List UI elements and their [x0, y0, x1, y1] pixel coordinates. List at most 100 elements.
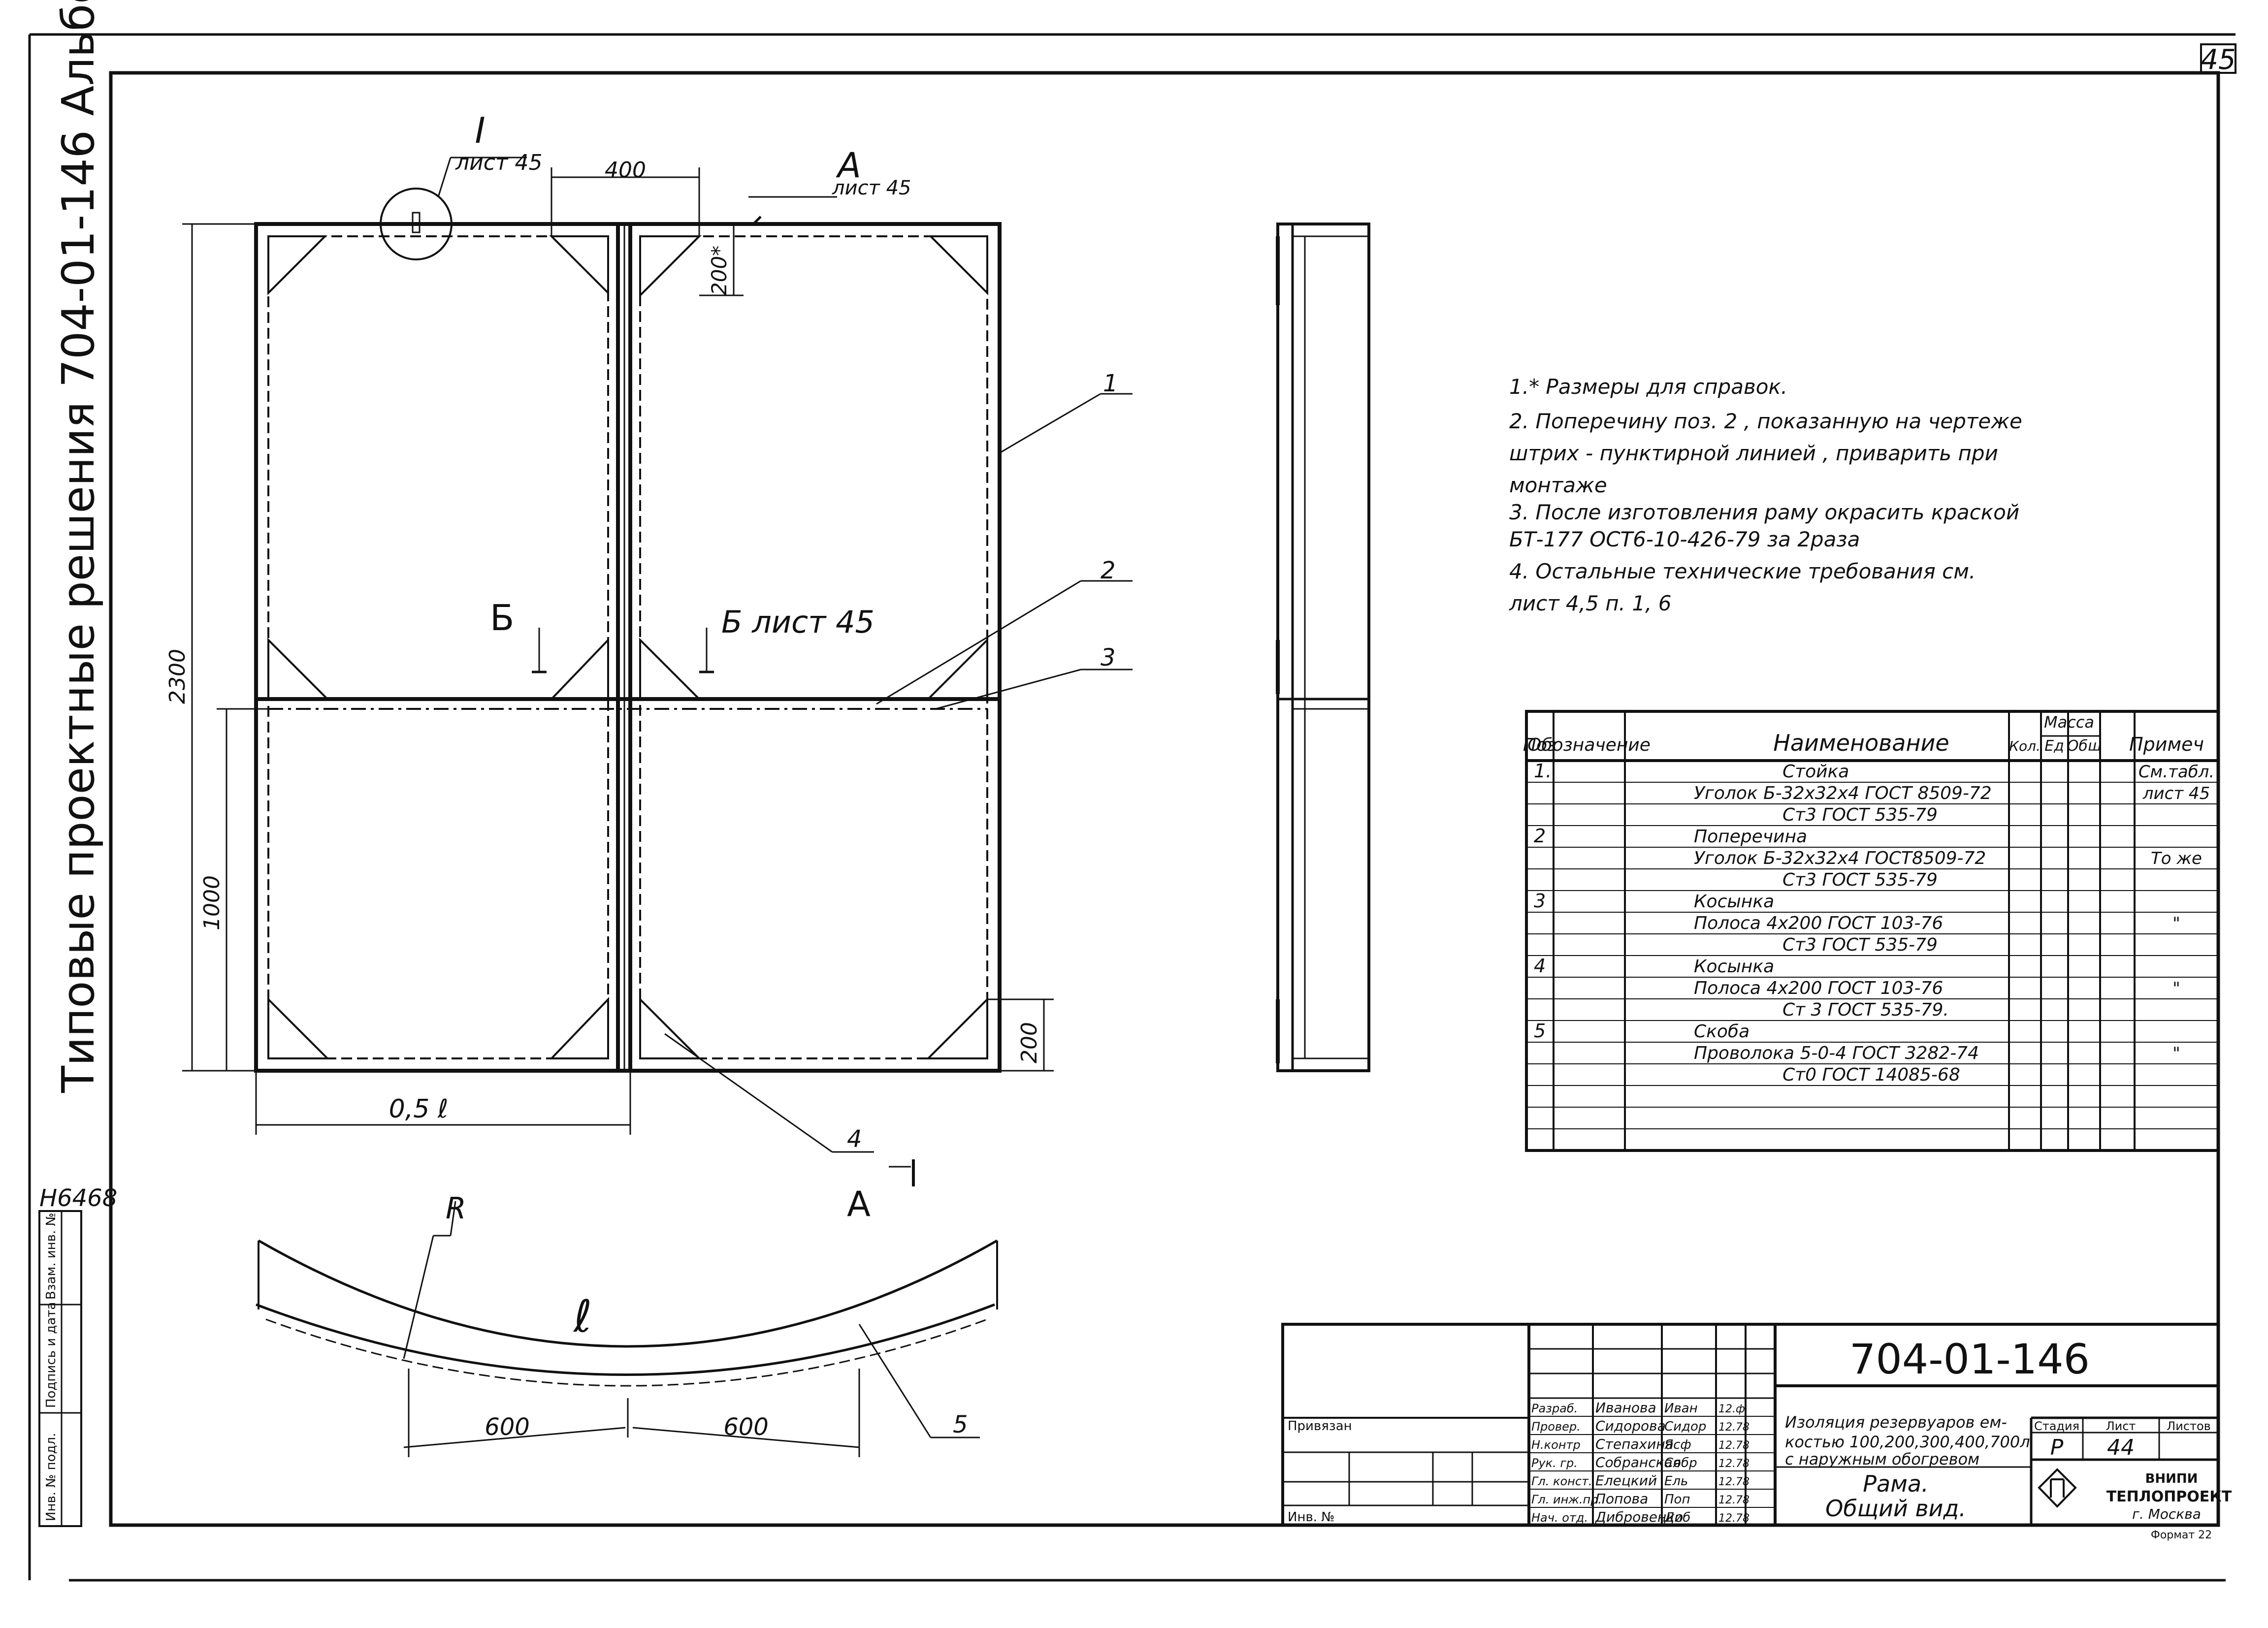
description-line: с наружным обогревом: [1785, 1450, 1979, 1468]
detail-callout-sheet: лист 45: [455, 150, 543, 175]
spec-row-name: Уголок Б-32х32х4 ГОСТ8509-72: [1694, 848, 1986, 868]
spec-row-note: То же: [2151, 849, 2202, 868]
side-code: Н6468: [39, 1184, 117, 1212]
frame-plan-view: [256, 1201, 998, 1457]
section-b-label-left: Б: [490, 597, 514, 638]
inv-label: Инв. №: [1288, 1510, 1334, 1525]
sheet-label: Лист: [2106, 1419, 2136, 1433]
note-line: монтаже: [1509, 473, 1607, 497]
spec-row-name: Ст3 ГОСТ 535-79: [1782, 870, 1938, 890]
signature-cell: Сидорова: [1595, 1418, 1666, 1434]
note-line: БТ-177 ОСТ6-10-426-79 за 2раза: [1509, 527, 1860, 551]
signature-cell: Диб: [1664, 1510, 1690, 1525]
signature-cell: Провер.: [1531, 1420, 1581, 1434]
spec-row-name: Косынка: [1694, 957, 1774, 977]
spec-table-grid: [1525, 710, 2220, 1152]
frame-front-view: [254, 222, 1002, 1073]
spec-row-name: Ст0 ГОСТ 14085-68: [1782, 1065, 1960, 1085]
signature-cell: 12.78: [1718, 1458, 1750, 1470]
dim-1000: 1000: [199, 875, 225, 930]
spec-row-name: Ст3 ГОСТ 535-79: [1782, 935, 1938, 955]
side-label-inv: Инв. № подл.: [44, 1433, 59, 1521]
note-line: 4. Остальные технические требования см.: [1509, 559, 1976, 583]
spec-row-name: Полоса 4х200 ГОСТ 103-76: [1694, 913, 1943, 933]
spec-row-note: См.табл.: [2138, 762, 2214, 782]
detail-callout-label: I: [475, 110, 485, 151]
section-a-label-top: A: [836, 145, 861, 186]
signature-cell: Поп: [1664, 1492, 1690, 1507]
privyazan-label: Привязан: [1288, 1419, 1352, 1434]
dim-2300: 2300: [165, 649, 190, 704]
side-stamp-block: [38, 1210, 82, 1527]
signature-cell: Гл. конст.: [1531, 1474, 1592, 1488]
dim-600-left: 600: [485, 1413, 530, 1441]
org-line: ВНИПИ: [2145, 1471, 2198, 1486]
spec-row-name: Поперечина: [1694, 827, 1807, 847]
sheets-label: Листов: [2167, 1419, 2211, 1433]
note-line: 3. После изготовления раму окрасить крас…: [1509, 500, 2019, 524]
signature-cell: 12.ф: [1718, 1403, 1745, 1415]
leader-5: 5: [953, 1411, 968, 1438]
side-label-podpis: Подпись и дата: [44, 1302, 59, 1408]
stage-label: Стадия: [2034, 1419, 2079, 1433]
dim-200: 200: [1017, 1022, 1042, 1063]
signature-cell: Собранская: [1595, 1454, 1681, 1470]
note-line: штрих - пунктирной линией , приварить пр…: [1509, 441, 1998, 465]
dimensions: [182, 167, 1054, 1135]
org-line: ТЕПЛОПРОЕКТ: [2106, 1488, 2232, 1505]
signature-cell: Гл. инж.пр.: [1531, 1493, 1602, 1506]
leader-4: 4: [847, 1125, 862, 1153]
description-line: костью 100,200,300,400,700л: [1785, 1433, 2030, 1451]
dim-400: 400: [605, 158, 646, 183]
spec-row-pos: 1.: [1534, 760, 1552, 782]
signature-cell: Ясф: [1664, 1437, 1691, 1452]
signature-cell: Рук. гр.: [1531, 1456, 1578, 1470]
hdr-pos: Поз: [1523, 735, 1556, 755]
spec-row-note: ": [2172, 914, 2180, 933]
spec-row-name: Проволока 5-0-4 ГОСТ 3282-74: [1694, 1043, 1979, 1063]
hdr-mass-total: Общ: [2067, 737, 2102, 755]
signature-cell: Разраб.: [1531, 1402, 1578, 1415]
signature-cell: Степахина: [1595, 1436, 1674, 1452]
spec-row-name: Стойка: [1782, 762, 1849, 782]
spec-row-note: лист 45: [2142, 784, 2210, 803]
dim-half-l: 0,5 ℓ: [389, 1094, 449, 1124]
description-line: Изоляция резервуаров ем-: [1785, 1413, 2007, 1432]
section-b-marks: [532, 628, 714, 673]
signature-cell: Нач. отд.: [1531, 1511, 1588, 1525]
section-a-top: [748, 196, 837, 225]
leader-1: 1: [1103, 370, 1118, 397]
signature-cell: 12.78: [1718, 1494, 1750, 1506]
spec-row-pos: 4: [1534, 955, 1546, 977]
signature-cell: Иванова: [1595, 1400, 1656, 1416]
signature-cell: Иван: [1664, 1401, 1698, 1416]
signature-cell: Попова: [1595, 1491, 1648, 1507]
spec-row-name: Ст 3 ГОСТ 535-79.: [1782, 1000, 1949, 1020]
hdr-mass: Масса: [2044, 713, 2094, 732]
hdr-note: Примеч: [2129, 734, 2204, 755]
spec-row-name: Косынка: [1694, 892, 1774, 912]
technical-notes: 1.* Размеры для справок. 2. Поперечину п…: [1509, 375, 2022, 615]
spec-row-pos: 2: [1534, 825, 1546, 847]
spec-row-pos: 3: [1534, 890, 1546, 912]
hdr-designation: Обозначение: [1527, 735, 1651, 755]
note-line: лист 4,5 п. 1, 6: [1509, 591, 1672, 615]
section-a-label-bottom: A: [847, 1184, 871, 1224]
spec-row-name: Уголок Б-32х32х4 ГОСТ 8509-72: [1694, 783, 1992, 803]
spec-row-pos: 5: [1534, 1020, 1546, 1042]
album-title: Типовые проектные решения 704-01-146 Аль…: [53, 0, 104, 1093]
signature-cell: Сидор: [1664, 1419, 1706, 1434]
signature-cell: Н.контр: [1531, 1438, 1581, 1452]
radius-label: R: [446, 1191, 466, 1226]
format-label: Формат 22: [2151, 1529, 2212, 1541]
section-b-label-right: Б лист 45: [721, 604, 875, 640]
spec-row-note: ": [2172, 979, 2180, 998]
side-label-vzam: Взам. инв. №: [44, 1213, 59, 1300]
frame-side-view: [1276, 223, 1370, 1072]
sheet-value: 44: [2107, 1435, 2135, 1460]
org-line: г. Москва: [2132, 1506, 2201, 1522]
signature-cell: Собр: [1664, 1456, 1697, 1470]
hdr-qty: Кол.: [2009, 738, 2041, 754]
signature-cell: 12.78: [1718, 1512, 1750, 1525]
